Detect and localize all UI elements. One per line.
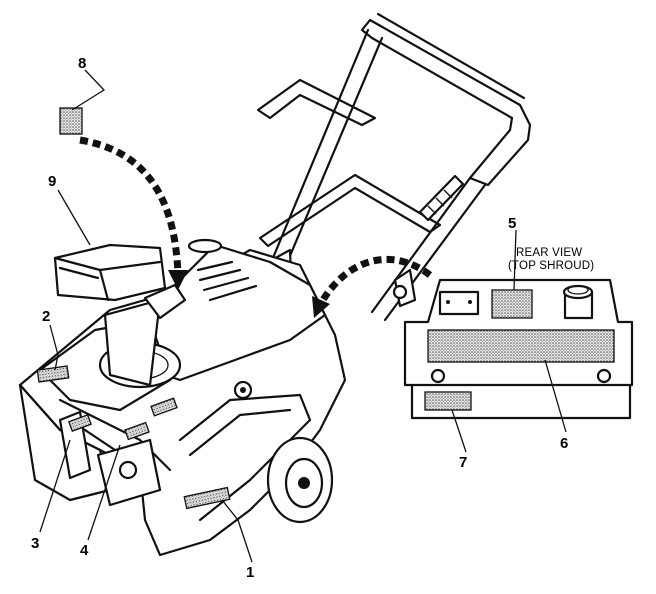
arrow-rear-view-head — [312, 296, 330, 318]
machine-decals — [36, 107, 231, 510]
decal-extra — [150, 397, 178, 417]
callout-1: 1 — [246, 564, 254, 581]
callout-4: 4 — [80, 542, 89, 559]
arrow-decal-8-head — [168, 270, 188, 290]
wheel — [266, 436, 334, 524]
rear-view-inset: REAR VIEW (TOP SHROUD) — [403, 247, 634, 420]
callout-3: 3 — [31, 535, 39, 552]
callout-2: 2 — [42, 308, 50, 325]
callout-6: 6 — [560, 435, 568, 452]
decal-7 — [424, 391, 472, 411]
decal-6 — [427, 329, 615, 363]
decal-3 — [68, 414, 92, 432]
rear-view-subtitle: (TOP SHROUD) — [508, 260, 594, 272]
rear-view-title: REAR VIEW — [516, 247, 582, 259]
callout-5: 5 — [508, 215, 516, 232]
decal-8-loose — [59, 107, 83, 135]
shroud-vents — [196, 260, 258, 302]
arrows — [79, 136, 433, 318]
arrow-decal-8 — [79, 136, 182, 276]
leader-lines — [39, 69, 567, 563]
callout-8: 8 — [78, 55, 86, 72]
decal-1 — [183, 486, 231, 510]
arrow-rear-view — [316, 256, 433, 307]
snowthrower-body — [18, 238, 347, 557]
discharge-chute — [53, 243, 167, 302]
decal-2 — [36, 365, 70, 383]
callout-9: 9 — [48, 173, 56, 190]
callout-labels: 1 2 3 4 5 6 7 8 9 — [31, 55, 568, 581]
decal-5 — [491, 289, 533, 319]
callout-7: 7 — [459, 454, 467, 471]
decal-4 — [124, 421, 150, 441]
